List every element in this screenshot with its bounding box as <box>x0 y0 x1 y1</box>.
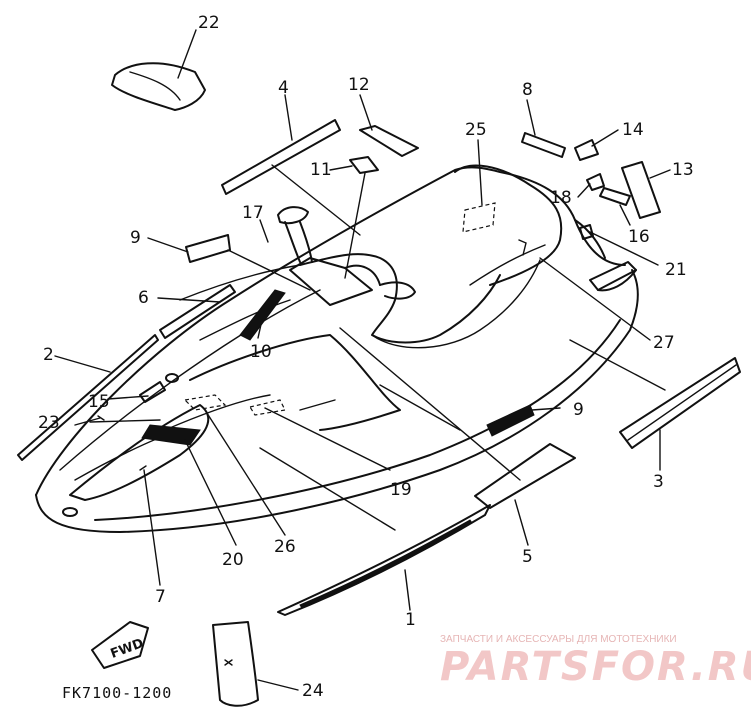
hull-outline <box>35 164 639 533</box>
callout-8: 8 <box>522 80 533 100</box>
callout-26: 26 <box>274 537 296 557</box>
callout-7: 7 <box>155 587 166 607</box>
callout-27: 27 <box>653 333 675 353</box>
callout-20: 20 <box>222 550 244 570</box>
part-code: FK7100-1200 <box>62 684 172 702</box>
watermark-brand: PARTSFOR.RU <box>440 644 751 690</box>
decal-shapes <box>17 62 741 707</box>
callout-2: 2 <box>43 345 54 365</box>
callout-6: 6 <box>138 288 149 308</box>
callout-13: 13 <box>672 160 694 180</box>
callout-24: 24 <box>302 681 324 701</box>
callout-18: 18 <box>550 188 572 208</box>
callout-23: 23 <box>38 413 60 433</box>
callout-10: 10 <box>250 342 272 362</box>
callout-12: 12 <box>348 75 370 95</box>
callout-9-lower: 9 <box>573 400 584 420</box>
fwd-label: FWD <box>109 636 146 662</box>
callout-5: 5 <box>522 547 533 567</box>
callout-17: 17 <box>242 203 264 223</box>
callout-15: 15 <box>88 392 110 412</box>
callout-16: 16 <box>628 227 650 247</box>
callout-3: 3 <box>653 472 664 492</box>
callout-21: 21 <box>665 260 687 280</box>
callout-numbers: 22 4 12 11 17 9 6 10 2 15 23 25 8 14 13 … <box>38 13 694 701</box>
callout-11: 11 <box>310 160 332 180</box>
watermark-subtitle: ЗАПЧАСТИ И АКСЕССУАРЫ ДЛЯ МОТОТЕХНИКИ <box>440 634 677 645</box>
callout-14: 14 <box>622 120 644 140</box>
callout-25: 25 <box>465 120 487 140</box>
callout-19: 19 <box>390 480 412 500</box>
callout-22: 22 <box>198 13 220 33</box>
leader-lines <box>54 29 671 691</box>
callout-4: 4 <box>278 78 289 98</box>
callout-9-upper: 9 <box>130 228 141 248</box>
callout-1: 1 <box>405 610 416 630</box>
